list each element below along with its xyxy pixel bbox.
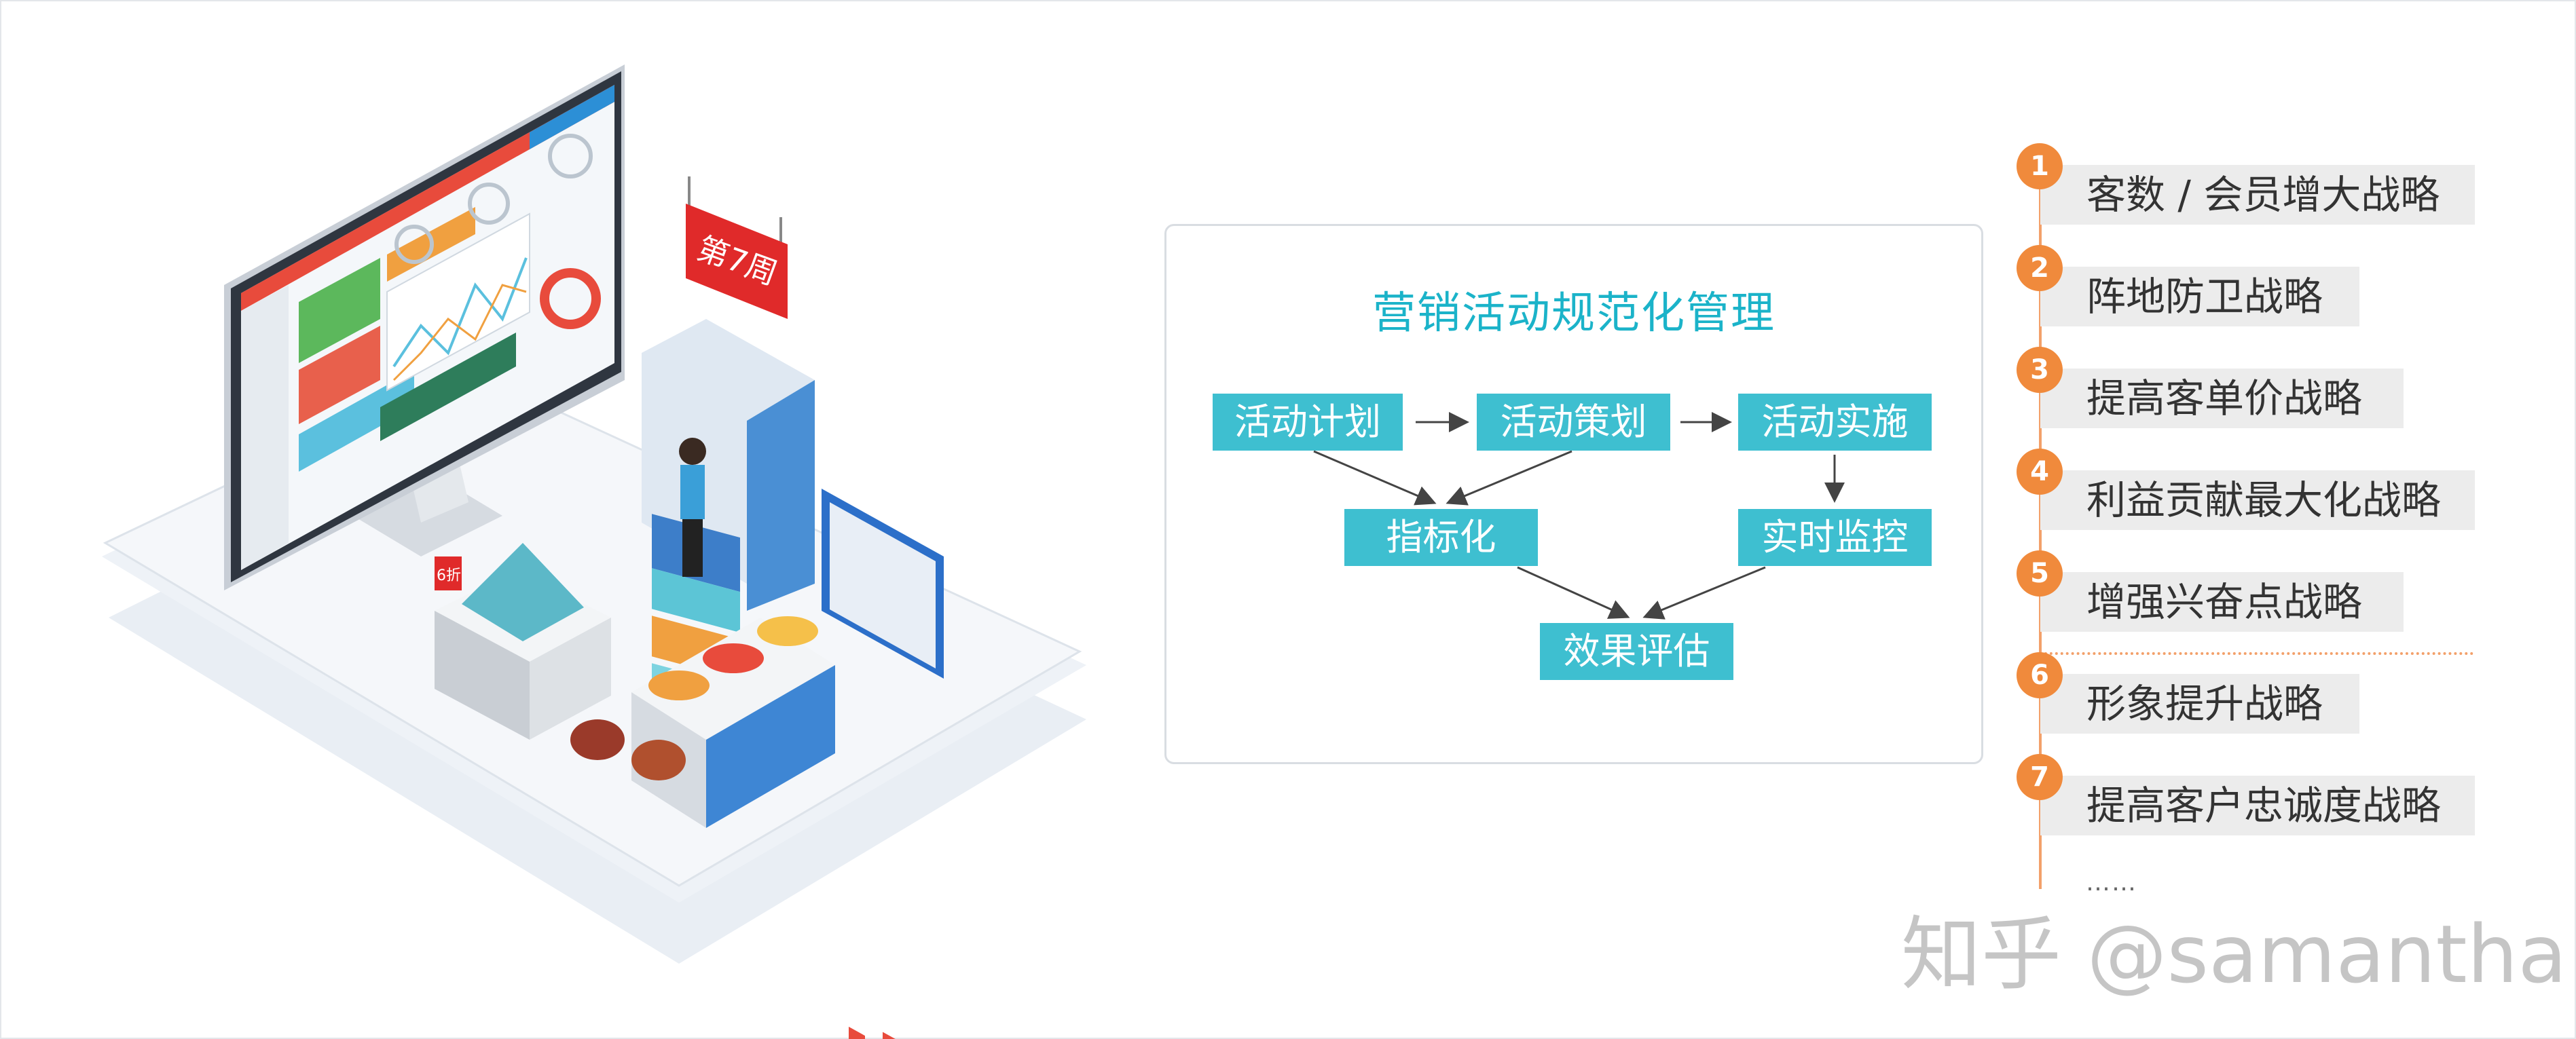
screen-gauge — [548, 134, 593, 178]
strategy-number-3: 3 — [2017, 347, 2063, 393]
produce-apples — [703, 643, 764, 673]
week-sign — [686, 204, 788, 319]
box-activity-design: 活动策划 — [1477, 394, 1670, 451]
screen-map — [380, 333, 516, 441]
box-effect-evaluate: 效果评估 — [1540, 623, 1733, 680]
produce-stand-front — [706, 665, 835, 828]
box-activity-plan: 活动计划 — [1213, 394, 1403, 451]
strategy-item-6: 形象提升战略 — [2040, 674, 2359, 734]
pyramid-goods — [462, 543, 584, 641]
strategy-divider — [2039, 652, 2473, 655]
screen-chart-line — [392, 257, 528, 368]
price-tag — [435, 556, 462, 590]
watermark: 知乎 @samantha — [1901, 907, 2567, 1001]
box-indicator: 指标化 — [1344, 509, 1538, 566]
strategy-item-1: 客数 / 会员增大战略 — [2040, 165, 2475, 225]
screen-card-teal — [299, 370, 414, 472]
display-table-right — [530, 618, 611, 740]
strategy-number-1: 1 — [2017, 143, 2063, 189]
screen-donut — [540, 268, 601, 329]
strategy-number-5: 5 — [2017, 550, 2063, 597]
basket-1 — [570, 719, 625, 760]
price-tag-text: 6折 — [437, 567, 461, 584]
strategy-item-3: 提高客单价战略 — [2040, 369, 2404, 428]
box-activity-implement: 活动实施 — [1738, 394, 1932, 451]
strategy-item-4: 利益贡献最大化战略 — [2040, 470, 2475, 530]
strategy-number-2: 2 — [2017, 245, 2063, 291]
produce-stand-top — [631, 618, 835, 740]
screen-card-green — [299, 258, 380, 363]
flow-title: 营销活动规范化管理 — [1372, 288, 1775, 339]
produce-oranges — [648, 670, 710, 700]
screen-chart-line-2 — [392, 284, 527, 381]
strategy-item-2: 阵地防卫战略 — [2040, 267, 2359, 326]
person-head — [679, 438, 706, 465]
strategy-number-4: 4 — [2017, 449, 2063, 495]
screen-header — [241, 85, 614, 311]
screen-gauge-3 — [394, 225, 434, 264]
basket-2 — [631, 740, 686, 780]
screen-chart-area — [386, 212, 530, 392]
retail-illustration: 第7周 6折 — [102, 64, 1086, 1039]
screen-gauge-2 — [468, 183, 510, 225]
screen-header-blue — [530, 85, 614, 149]
produce-lemons — [757, 616, 818, 646]
strategy-number-7: 7 — [2017, 754, 2063, 800]
screen-card-red — [299, 326, 380, 424]
screen-sidebar — [241, 285, 289, 570]
strategy-ellipsis: …… — [2086, 869, 2137, 896]
shelf-side — [747, 380, 815, 611]
shelf-goods-2 — [652, 568, 740, 633]
strategy-item-5: 增强兴奋点战略 — [2040, 572, 2404, 632]
strategy-item-7: 提高客户忠诚度战略 — [2040, 776, 2475, 835]
calendar-face — [830, 502, 936, 668]
person-body — [680, 465, 705, 519]
person-legs — [682, 519, 703, 577]
strategy-number-6: 6 — [2017, 652, 2063, 698]
box-realtime-monitor: 实时监控 — [1738, 509, 1932, 566]
display-table-left — [435, 611, 530, 740]
